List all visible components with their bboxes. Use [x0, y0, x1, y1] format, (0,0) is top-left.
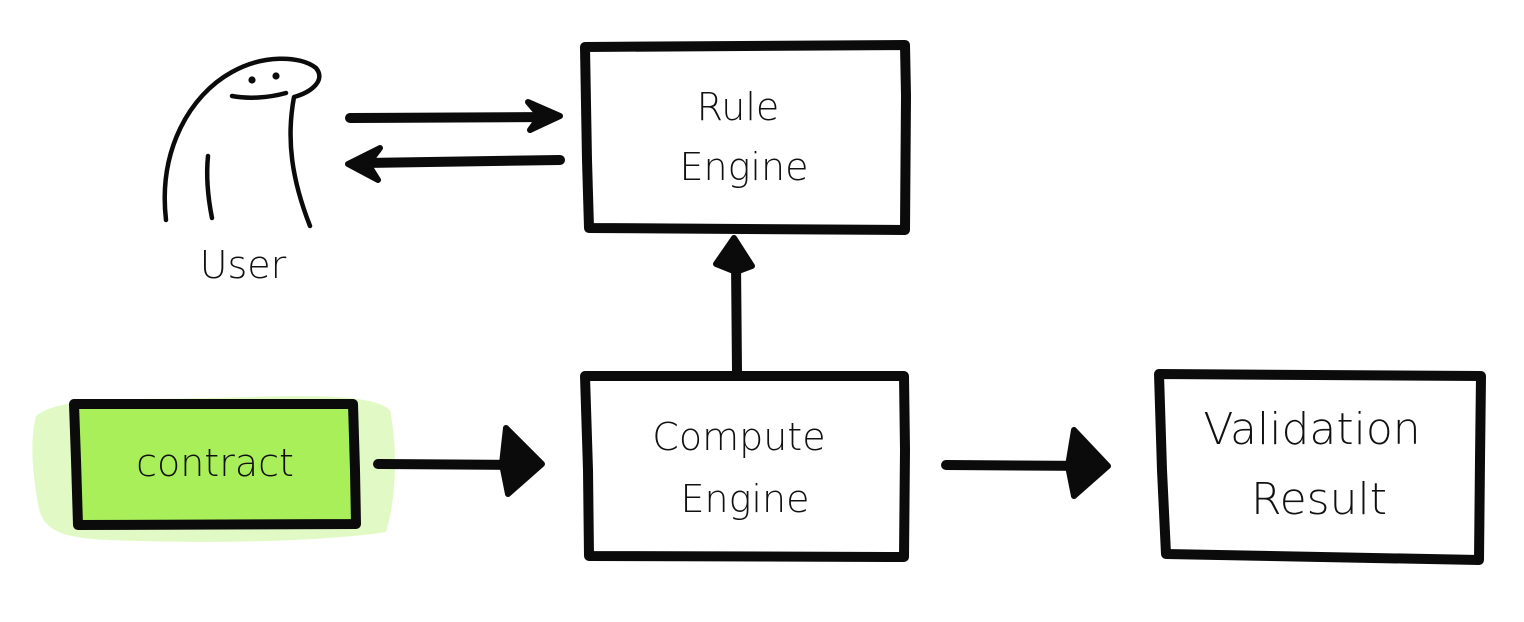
validation-result-label: Validation Result [1203, 404, 1434, 525]
compute-engine-label-line-1: Compute [652, 415, 825, 459]
validation-result-node: Validation Result [1154, 369, 1486, 565]
rule-engine-label-line-2: Engine [680, 145, 809, 189]
user-label: User [200, 243, 287, 287]
rule-engine-label-line-1: Rule [697, 85, 780, 129]
arrow-compute-to-rule-engine [713, 235, 755, 377]
contract-highlight-core [78, 406, 354, 524]
compute-engine-label-line-2: Engine [681, 477, 810, 521]
compute-engine-label: Compute Engine [652, 415, 837, 521]
arrow-compute-to-validation-result [941, 427, 1111, 499]
rule-engine-label: Rule Engine [680, 85, 809, 189]
arrow-contract-to-compute-engine [373, 425, 545, 497]
validation-result-label-line-2: Result [1251, 474, 1387, 525]
arrow-user-to-rule-engine [345, 99, 563, 133]
validation-result-label-line-1: Validation [1203, 404, 1420, 455]
user-figure: User [162, 56, 322, 287]
arrow-rule-engine-to-user [345, 145, 565, 183]
contract-label: contract [136, 441, 294, 485]
contract-node: contract [32, 396, 395, 542]
user-icon [162, 56, 322, 229]
compute-engine-node: Compute Engine [580, 371, 910, 562]
rule-engine-node: Rule Engine [580, 40, 911, 235]
